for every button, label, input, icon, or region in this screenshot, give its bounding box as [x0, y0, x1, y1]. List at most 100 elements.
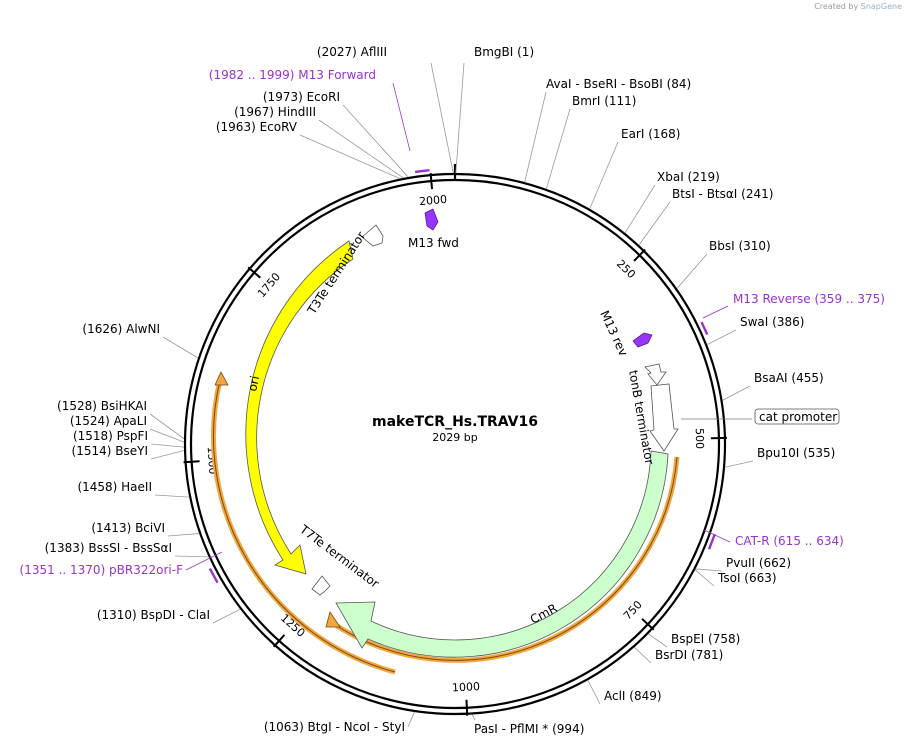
site-leader [638, 201, 671, 246]
feature-m13-fwd[interactable]: M13 fwd [408, 208, 459, 250]
site-leader [695, 568, 723, 572]
site-label[interactable]: SwaI (386) [740, 315, 804, 329]
tick-mark [429, 173, 434, 190]
site-label[interactable]: BmrI (111) [572, 94, 636, 108]
m13-rev-arrow [632, 332, 653, 348]
site-label[interactable]: (1528) BsiHKAI [57, 399, 147, 413]
site-label[interactable]: BmgBI (1) [474, 45, 534, 59]
primer-label[interactable]: M13 Reverse (359 .. 375) [733, 292, 885, 306]
tick-label: 500 [693, 428, 706, 449]
site-label[interactable]: (1514) BseYI [72, 444, 148, 458]
site-label[interactable]: BspEI (758) [671, 632, 740, 646]
m13-fwd-arrow [424, 208, 439, 231]
site-label[interactable]: (1413) BciVI [91, 521, 165, 535]
site-leader [167, 533, 200, 537]
site-label[interactable]: (1063) BtgI - NcoI - StyI [264, 720, 405, 734]
site-leader [407, 711, 415, 728]
site-label[interactable]: (1626) AlwNI [82, 322, 160, 336]
site-leader [676, 253, 708, 289]
cat-promoter-label: cat promoter [759, 410, 837, 424]
tick-mark [465, 699, 469, 716]
site-leader [149, 413, 185, 440]
primer-mark [707, 533, 716, 550]
site-label[interactable]: (1524) ApaLI [70, 414, 147, 428]
feature-cat-promoter[interactable]: cat promoter [681, 408, 840, 425]
site-leader [694, 569, 715, 587]
site-leader [471, 714, 476, 721]
m13-fwd-label: M13 fwd [408, 236, 459, 250]
feature-ori[interactable]: ori [245, 240, 354, 575]
site-leader [154, 494, 190, 498]
primer-label[interactable]: (1351 .. 1370) pBR322ori-F [20, 563, 184, 577]
tonb-small-arrow [644, 363, 667, 386]
primer-leader [703, 529, 731, 543]
tick-mark [641, 618, 655, 631]
site-label[interactable]: PasI - PflMI * (994) [474, 722, 584, 736]
ori-region-arc-inner [212, 375, 396, 673]
feature-m13-rev[interactable]: M13 rev [597, 308, 653, 358]
backbone-inner-strand [189, 178, 721, 710]
ori-arrow [245, 240, 354, 575]
site-leader [587, 680, 601, 705]
site-label[interactable]: (1310) BspDI - ClaI [97, 608, 210, 622]
cmr-region-arc-inner [333, 456, 678, 661]
site-label[interactable]: AclI (849) [604, 689, 662, 703]
site-label[interactable]: (1967) HindIII [234, 105, 316, 119]
feature-tonb-terminator[interactable]: tonB terminator [626, 369, 679, 466]
map-length: 2029 bp [432, 431, 477, 444]
site-leader [342, 104, 409, 178]
site-leader [706, 329, 737, 345]
t3te-terminator-arrow [361, 224, 384, 247]
site-label[interactable]: BsrDI (781) [655, 648, 723, 662]
site-label[interactable]: PvuII (662) [726, 556, 791, 570]
site-leader [624, 184, 656, 234]
site-leader [318, 119, 404, 179]
primer-leader [392, 82, 411, 152]
feature-cmr[interactable]: CmR [335, 450, 669, 658]
site-label[interactable]: (1973) EcoRI [263, 90, 340, 104]
site-label[interactable]: (1383) BssSI - BssSαI [45, 541, 172, 555]
primer-leader [185, 551, 223, 571]
site-label[interactable]: AvaI - BseRI - BsoBI (84) [546, 77, 691, 91]
site-leader [722, 385, 751, 401]
tonb-terminator-label: tonB terminator [626, 369, 656, 466]
t7te-terminator-label: T7Te terminator [296, 522, 381, 591]
feature-t7te-terminator[interactable]: T7Te terminator [296, 522, 382, 596]
m13-rev-label: M13 rev [597, 308, 630, 358]
site-label[interactable]: (1458) HaeII [77, 480, 152, 494]
tick-label: 2000 [419, 193, 448, 208]
primer-label[interactable]: CAT-R (615 .. 634) [735, 534, 844, 548]
site-label[interactable]: (2027) AflIII [317, 45, 387, 59]
tick-mark [247, 266, 261, 279]
tonb-terminator-arrow [649, 383, 679, 452]
site-leader [589, 141, 619, 210]
site-leader [212, 608, 241, 624]
site-leader [648, 633, 668, 648]
site-leader [430, 62, 454, 174]
site-label[interactable]: Bpu10I (535) [757, 446, 835, 460]
site-leader [634, 646, 652, 664]
cmr-region-arrowhead [325, 611, 341, 628]
site-leader [150, 450, 185, 460]
site-label[interactable]: XbaI (219) [657, 170, 720, 184]
map-title: makeTCR_Hs.TRAV16 [372, 414, 538, 430]
site-label[interactable]: (1963) EcoRV [216, 120, 298, 134]
site-label[interactable]: (1518) PspFI [73, 429, 148, 443]
site-label[interactable]: BsaAI (455) [754, 371, 824, 385]
ori-region-arrowhead [214, 371, 229, 386]
primer-label[interactable]: (1982 .. 1999) M13 Forward [209, 68, 376, 82]
site-label[interactable]: BtsI - BtsαI (241) [672, 187, 773, 201]
site-label[interactable]: EarI (168) [621, 127, 681, 141]
site-label[interactable]: BbsI (310) [709, 239, 771, 253]
cmr-arrow [335, 450, 669, 658]
primer-leader [702, 305, 729, 319]
primer-mark [700, 321, 709, 336]
site-leader [162, 336, 199, 359]
site-label[interactable]: TsoI (663) [717, 571, 777, 585]
site-leader [724, 460, 754, 468]
site-leader [524, 91, 547, 183]
primer-mark [208, 567, 219, 584]
site-leader-lines [149, 62, 754, 728]
